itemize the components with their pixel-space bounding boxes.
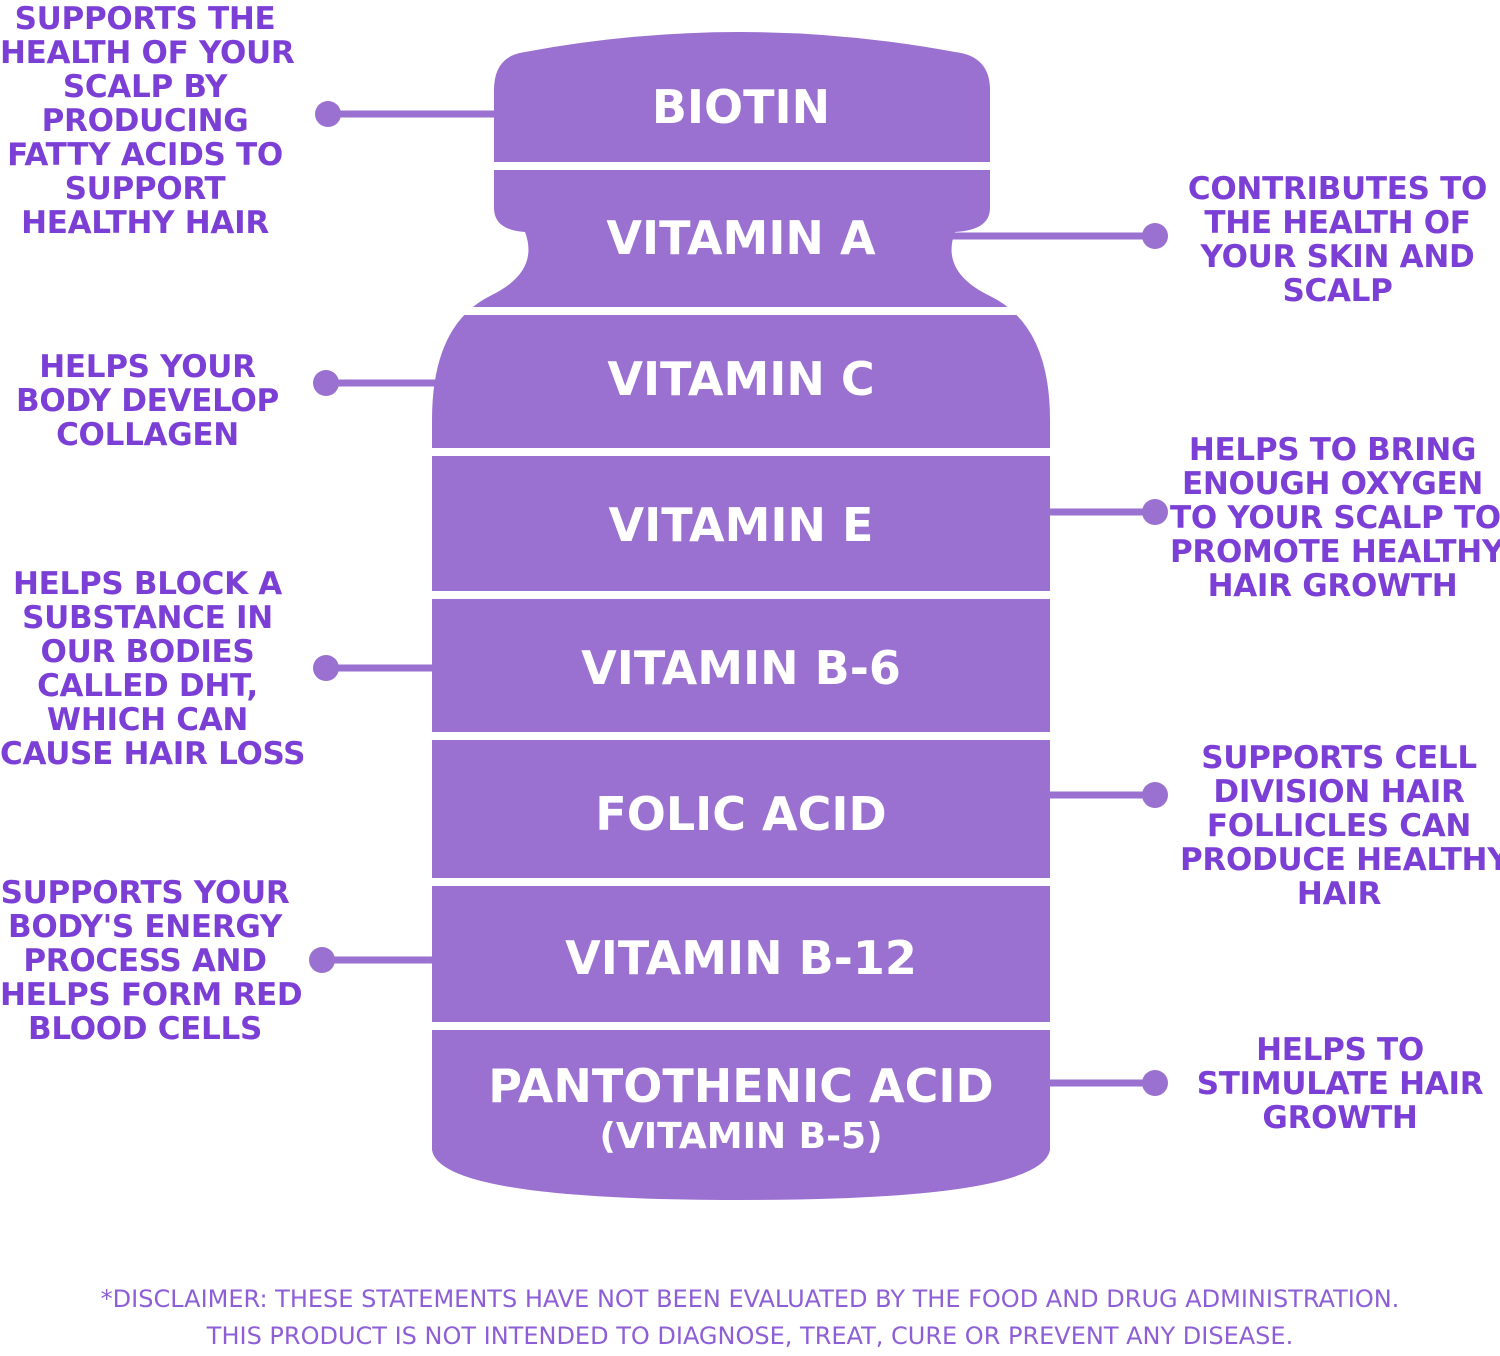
- callout-line: HELPS TO: [1256, 1032, 1424, 1068]
- callout-line: COLLAGEN: [56, 417, 239, 453]
- callout-line: SUPPORTS THE: [14, 1, 276, 37]
- callout-vitamin-a: CONTRIBUTES TO THE HEALTH OF YOUR SKIN A…: [1180, 172, 1495, 308]
- segment-name-pantothenic-acid: PANTOTHENIC ACID: [488, 1059, 994, 1113]
- callout-pantothenic-acid: HELPS TO STIMULATE HAIR GROWTH: [1185, 1033, 1495, 1135]
- connector-dot-folic-acid: [1142, 782, 1168, 808]
- callout-line: FOLLICLES CAN: [1206, 808, 1472, 844]
- callout-line: BLOOD CELLS: [28, 1011, 262, 1047]
- callout-vitamin-c: HELPS YOUR BODY DEVELOP COLLAGEN: [0, 350, 295, 452]
- connectors: [309, 101, 1168, 1096]
- callout-line: HELPS YOUR: [39, 349, 256, 385]
- disclaimer-line-2: THIS PRODUCT IS NOT INTENDED TO DIAGNOSE…: [206, 1322, 1294, 1350]
- callout-line: OUR BODIES: [40, 634, 255, 670]
- connector-dot-pantothenic-acid: [1142, 1070, 1168, 1096]
- segment-subname-vitamin-b5: (VITAMIN B-5): [599, 1116, 883, 1157]
- callout-line: CONTRIBUTES TO: [1187, 171, 1488, 207]
- callout-line: PRODUCE HEALTHY: [1180, 842, 1500, 878]
- segment-label-vitamin-a: VITAMIN A: [606, 211, 876, 265]
- callout-line: GROWTH: [1262, 1100, 1418, 1136]
- segment-label-biotin: BIOTIN: [651, 80, 831, 134]
- callout-line: WHICH CAN: [46, 702, 249, 738]
- callout-line: HELPS BLOCK A: [12, 566, 282, 602]
- callout-line: TO YOUR SCALP TO: [1170, 500, 1500, 536]
- callout-line: HELPS FORM RED: [0, 977, 303, 1013]
- callout-folic-acid: SUPPORTS CELL DIVISION HAIR FOLLICLES CA…: [1180, 740, 1500, 912]
- callout-line: FATTY ACIDS TO: [7, 137, 283, 173]
- callout-line: PROCESS AND: [23, 943, 267, 979]
- callout-biotin: SUPPORTS THE HEALTH OF YOUR SCALP BY PRO…: [0, 1, 295, 241]
- connector-dot-vitamin-c: [313, 370, 339, 396]
- callout-line: PRODUCING: [41, 103, 249, 139]
- callout-line: SCALP: [1282, 273, 1393, 309]
- callout-line: CAUSE HAIR LOSS: [0, 736, 306, 772]
- callout-vitamin-e: HELPS TO BRING ENOUGH OXYGEN TO YOUR SCA…: [1170, 432, 1500, 604]
- segment-label-pantothenic-acid: PANTOTHENIC ACID (VITAMIN B-5): [432, 1063, 1050, 1155]
- bottle-body: [432, 32, 1050, 1200]
- callout-line: SUBSTANCE IN: [22, 600, 273, 636]
- callout-line: SUPPORTS YOUR: [0, 875, 290, 911]
- connector-dot-vitamin-b12: [309, 947, 335, 973]
- segment-label-vitamin-b6: VITAMIN B-6: [581, 641, 901, 695]
- callout-line: SCALP BY: [62, 69, 228, 105]
- callout-line: BODY DEVELOP: [16, 383, 279, 419]
- callout-line: HAIR: [1296, 876, 1382, 912]
- segment-label-vitamin-e: VITAMIN E: [608, 498, 874, 552]
- callout-line: THE HEALTH OF: [1204, 205, 1471, 241]
- callout-line: HEALTH OF YOUR: [0, 35, 295, 71]
- callout-line: CALLED DHT,: [37, 668, 258, 704]
- segment-label-vitamin-c: VITAMIN C: [607, 352, 875, 406]
- connector-dot-vitamin-a: [1142, 223, 1168, 249]
- callout-line: HAIR GROWTH: [1207, 568, 1458, 604]
- callout-line: BODY'S ENERGY: [8, 909, 282, 945]
- callout-line: HELPS TO BRING: [1188, 432, 1477, 468]
- segment-dividers: [420, 162, 1060, 1030]
- connector-dot-vitamin-b6: [313, 655, 339, 681]
- segment-label-folic-acid: FOLIC ACID: [595, 787, 887, 841]
- callout-line: DIVISION HAIR: [1213, 774, 1465, 810]
- callout-line: YOUR SKIN AND: [1200, 239, 1475, 275]
- callout-line: STIMULATE HAIR: [1196, 1066, 1484, 1102]
- segment-label-vitamin-b12: VITAMIN B-12: [565, 931, 917, 985]
- disclaimer-line-1: *DISCLAIMER: THESE STATEMENTS HAVE NOT B…: [100, 1285, 1400, 1313]
- callout-line: SUPPORTS CELL: [1201, 740, 1477, 776]
- callout-line: PROMOTE HEALTHY: [1170, 534, 1500, 570]
- connector-dot-vitamin-e: [1142, 499, 1168, 525]
- connector-dot-biotin: [315, 101, 341, 127]
- callout-line: ENOUGH OXYGEN: [1181, 466, 1484, 502]
- callout-vitamin-b12: SUPPORTS YOUR BODY'S ENERGY PROCESS AND …: [0, 875, 303, 1047]
- callout-line: SUPPORT: [64, 171, 226, 207]
- callout-vitamin-b6: HELPS BLOCK A SUBSTANCE IN OUR BODIES CA…: [0, 566, 306, 772]
- callout-line: HEALTHY HAIR: [21, 205, 269, 241]
